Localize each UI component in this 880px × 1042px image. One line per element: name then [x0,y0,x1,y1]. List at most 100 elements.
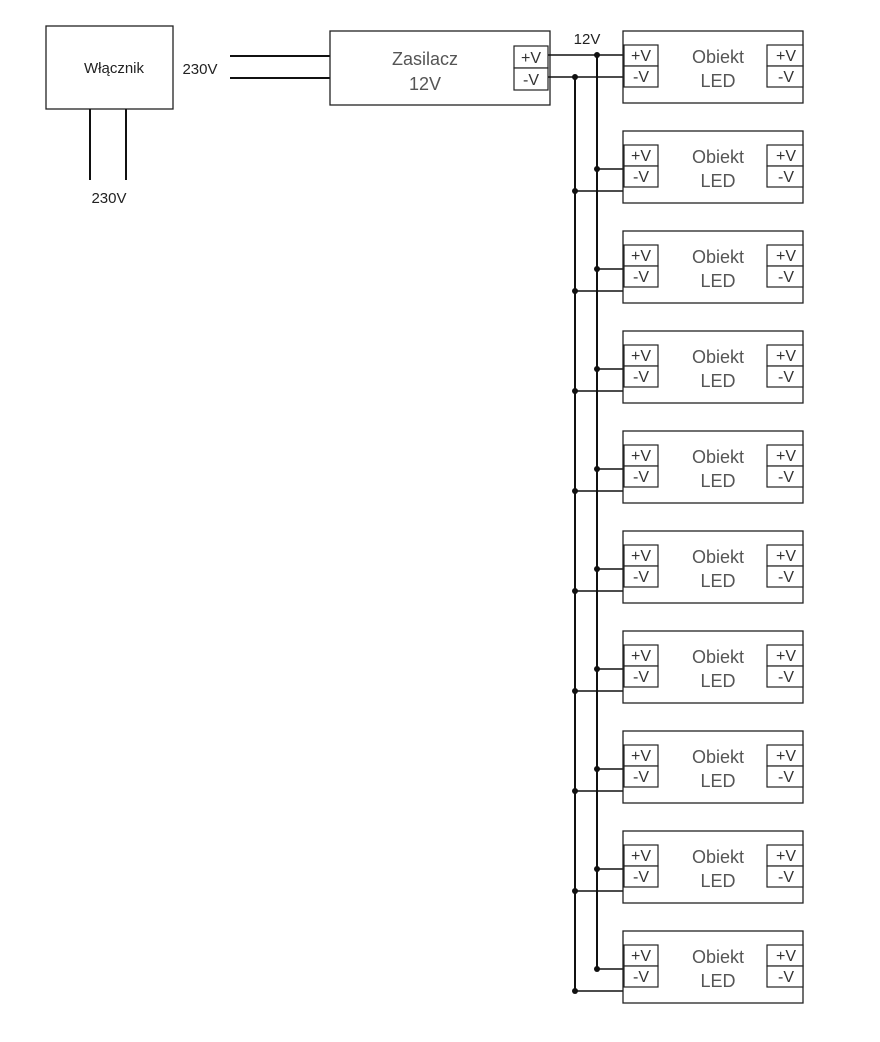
led-output-terminal-minus [766,865,804,888]
led-output-minus-label: -V [778,769,794,786]
led-output-terminal-minus [766,565,804,588]
led-input-terminal-minus [623,565,659,588]
led-object-label: Obiekt [692,747,744,767]
junction-dot-minus [572,988,578,994]
junction-dot-minus [572,488,578,494]
led-output-minus-label: -V [778,269,794,286]
led-input-minus-label: -V [633,669,649,686]
mains-input-label: 230V [91,190,126,207]
led-object-label: Obiekt [692,547,744,567]
switch-box [45,25,174,110]
led-input-terminal-minus [623,465,659,488]
led-output-minus-label: -V [778,169,794,186]
led-output-plus-label: +V [776,148,796,165]
led-input-minus-label: -V [633,769,649,786]
junction-dot-plus [594,966,600,972]
led-input-plus-label: +V [631,648,651,665]
junction-dot-minus [572,388,578,394]
power-supply-block: Zasilacz 12V +V -V [329,30,551,106]
led-input-terminal-minus [623,165,659,188]
led-object-sublabel: LED [700,771,735,791]
led-output-minus-label: -V [778,369,794,386]
psu-terminal-plus-label: +V [521,50,541,67]
led-input-plus-label: +V [631,48,651,65]
led-object-label: Obiekt [692,847,744,867]
led-output-minus-label: -V [778,669,794,686]
led-input-minus-label: -V [633,369,649,386]
led-objects: +V-V+V-VObiektLED+V-V+V-VObiektLED+V-V+V… [622,30,804,1004]
led-input-terminal-minus [623,265,659,288]
junction-dot-plus [594,566,600,572]
led-object-sublabel: LED [700,371,735,391]
junction-dot-minus [572,188,578,194]
led-output-plus-label: +V [776,548,796,565]
led-input-terminal-minus [623,65,659,88]
junction-dot-plus [594,166,600,172]
led-input-terminal-minus [623,865,659,888]
led-output-minus-label: -V [778,569,794,586]
led-output-terminal-minus [766,365,804,388]
junction-dot-plus [594,52,600,58]
switch-block: Włącznik [45,25,174,110]
led-output-plus-label: +V [776,648,796,665]
psu-terminal-minus [513,67,549,91]
led-output-minus-label: -V [778,869,794,886]
led-output-terminal-minus [766,65,804,88]
led-object-label: Obiekt [692,347,744,367]
led-input-plus-label: +V [631,548,651,565]
led-output-terminal-minus [766,465,804,488]
led-object-sublabel: LED [700,71,735,91]
led-object-sublabel: LED [700,471,735,491]
junction-dot-minus [572,588,578,594]
led-output-plus-label: +V [776,448,796,465]
junction-dot-minus [572,288,578,294]
psu-voltage: 12V [409,74,441,94]
junction-dot-minus [572,788,578,794]
power-supply-box [329,30,551,106]
led-output-plus-label: +V [776,748,796,765]
led-input-minus-label: -V [633,469,649,486]
led-output-minus-label: -V [778,969,794,986]
led-input-terminal-minus [623,965,659,988]
junction-dot-plus [594,266,600,272]
led-object-label: Obiekt [692,647,744,667]
switch-to-psu-wires: 230V [182,55,330,79]
led-input-minus-label: -V [633,69,649,86]
led-input-plus-label: +V [631,848,651,865]
junction-dot-plus [594,766,600,772]
led-input-minus-label: -V [633,269,649,286]
led-input-terminal-minus [623,365,659,388]
led-output-terminal-minus [766,265,804,288]
led-input-minus-label: -V [633,869,649,886]
psu-terminal-minus-label: -V [523,72,539,89]
junction-dot-minus [572,74,578,80]
led-output-plus-label: +V [776,248,796,265]
led-output-minus-label: -V [778,469,794,486]
led-input-plus-label: +V [631,348,651,365]
led-output-minus-label: -V [778,69,794,86]
led-input-terminal-minus [623,765,659,788]
led-output-terminal-minus [766,665,804,688]
led-input-plus-label: +V [631,948,651,965]
led-output-terminal-minus [766,965,804,988]
psu-title: Zasilacz [392,49,458,69]
led-object-sublabel: LED [700,171,735,191]
led-input-minus-label: -V [633,569,649,586]
led-object-label: Obiekt [692,247,744,267]
led-input-terminal-minus [623,665,659,688]
led-input-plus-label: +V [631,448,651,465]
led-output-terminal-minus [766,765,804,788]
led-object-label: Obiekt [692,447,744,467]
mains-input-wires: 230V [89,109,127,207]
led-input-plus-label: +V [631,148,651,165]
